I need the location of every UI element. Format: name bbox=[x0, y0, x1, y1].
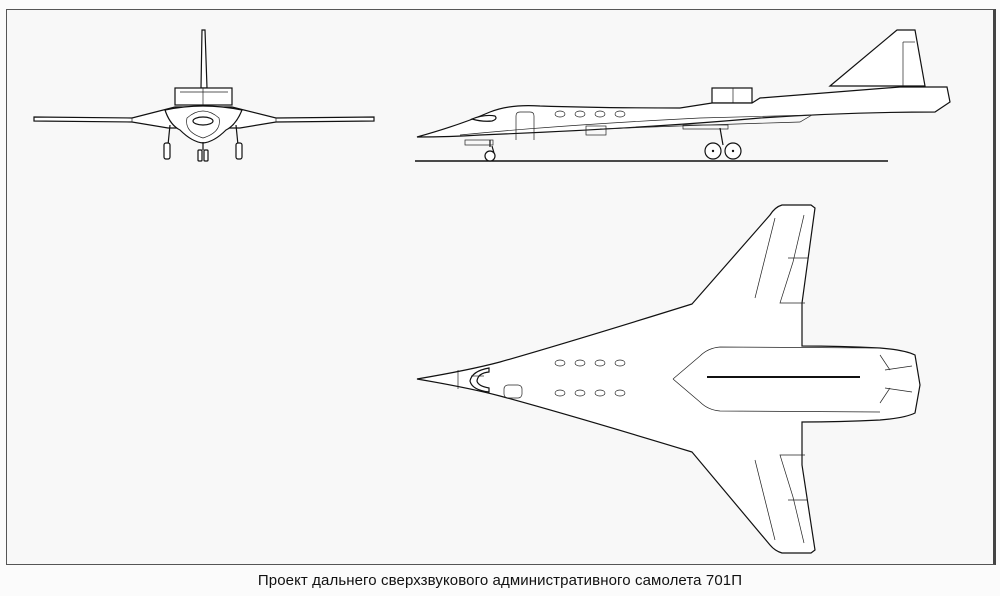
top-view bbox=[416, 204, 921, 554]
side-view bbox=[415, 29, 951, 162]
front-view bbox=[33, 29, 375, 162]
figure-caption: Проект дальнего сверхзвукового администр… bbox=[257, 572, 743, 589]
